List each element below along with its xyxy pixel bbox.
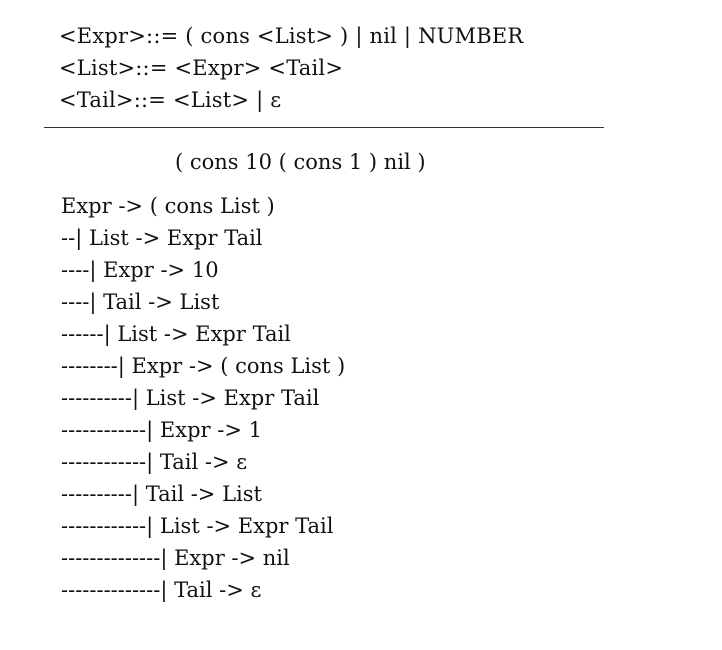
derivation-step: --| List -> Expr Tail — [61, 226, 263, 250]
section-divider — [44, 127, 604, 128]
grammar-rule-list: <List>::= <Expr> <Tail> — [59, 56, 344, 80]
derivation-step: ----| Expr -> 10 — [61, 258, 219, 282]
derivation-step: ----------| List -> Expr Tail — [61, 386, 320, 410]
derivation-step: ----------| Tail -> List — [61, 482, 262, 506]
grammar-definition: <Expr>::= ( cons <List> ) | nil | NUMBER… — [59, 20, 523, 116]
grammar-rule-expr: <Expr>::= ( cons <List> ) | nil | NUMBER — [59, 24, 524, 48]
grammar-rule-tail: <Tail>::= <List> | ε — [59, 88, 282, 112]
derivation-step: --------| Expr -> ( cons List ) — [61, 354, 346, 378]
derivation-step: ------| List -> Expr Tail — [61, 322, 291, 346]
derivation-step: ------------| Expr -> 1 — [61, 418, 262, 442]
derivation-step: --------------| Tail -> ε — [61, 578, 262, 602]
derivation-tree: Expr -> ( cons List ) --| List -> Expr T… — [61, 190, 345, 606]
input-expression: ( cons 10 ( cons 1 ) nil ) — [175, 150, 426, 174]
derivation-step: ------------| Tail -> ε — [61, 450, 248, 474]
derivation-step: ------------| List -> Expr Tail — [61, 514, 334, 538]
derivation-step: ----| Tail -> List — [61, 290, 220, 314]
derivation-step: --------------| Expr -> nil — [61, 546, 290, 570]
derivation-step: Expr -> ( cons List ) — [61, 194, 275, 218]
